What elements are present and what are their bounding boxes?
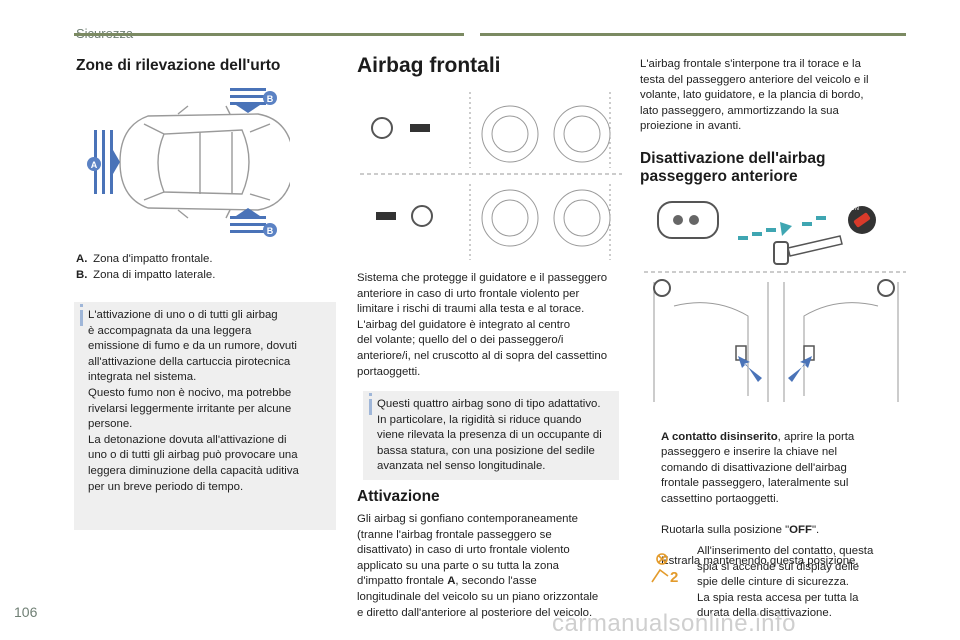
airbag-warning-lamp-icon: 2 (651, 553, 678, 586)
airbag-cushion-inner (491, 115, 529, 153)
airbag-cushion-inner (491, 199, 529, 237)
dashboard-outline (653, 282, 899, 402)
page-number: 106 (14, 604, 38, 620)
step-item: A contatto disinserito, aprire la porta … (661, 430, 855, 505)
airbag-cushion (553, 189, 611, 247)
legend-item-a: A. Zona d'impatto frontale. (76, 253, 213, 265)
info-box-smoke: L'attivazione di uno o di tutti gli airb… (74, 302, 336, 530)
zone-legend: A. Zona d'impatto frontale. B. Zona di i… (76, 252, 326, 283)
key-deactivation-illustration: ON (644, 201, 906, 402)
warning-description: All'inserimento del contatto, questa spi… (697, 545, 874, 620)
airbag-cushion (481, 189, 539, 247)
zone-badge-b-top: B (263, 91, 277, 105)
car-seat-lines (199, 132, 233, 194)
zone-badge-a: A (87, 157, 101, 171)
info-text: L'attivazione di uno o di tutti gli airb… (88, 309, 299, 493)
disattivazione-heading: Disattivazione dell'airbag passeggero an… (640, 150, 826, 185)
attivazione-heading: Attivazione (357, 488, 440, 505)
info-icon (369, 393, 372, 415)
frontal-airbags-illustration (360, 92, 622, 260)
insert-arrow (738, 216, 826, 240)
car-cabin-outline (157, 129, 250, 195)
car-pillar-lines (143, 123, 271, 201)
car-body-outline (119, 113, 290, 211)
step-item: Ruotarla sulla posizione "OFF". (661, 524, 820, 537)
legend-item-b: B. Zona di impatto laterale. (76, 268, 216, 281)
pointer-arrow (738, 356, 812, 382)
airbag-cushion (553, 105, 611, 163)
airbag-cushion-inner (563, 115, 601, 153)
header-rule (480, 33, 906, 36)
airbag-cushion-inner (563, 199, 601, 237)
svg-text:B: B (267, 226, 274, 236)
airbag-heading: Airbag frontali (357, 54, 501, 77)
zone-badge-b-bottom: B (263, 223, 277, 237)
info-icon (80, 304, 83, 326)
watermark: carmanualsonline.info (552, 610, 796, 637)
airbag-description: Sistema che protegge il guidatore e il p… (357, 272, 608, 378)
svg-text:ON: ON (850, 206, 859, 212)
svg-text:B: B (267, 94, 274, 104)
header-rule (74, 33, 464, 36)
steering-wheel-icon (653, 279, 895, 297)
svg-text:2: 2 (670, 569, 678, 586)
car-key-icon (657, 201, 719, 239)
key-blade-icon (773, 235, 843, 265)
deactivation-steps: A contatto disinserito, aprire la porta … (640, 414, 910, 570)
step-item: Estrarla mantenendo questa posizione. (661, 555, 859, 568)
side-impact-arrows-bottom (230, 208, 266, 233)
info-text: Questi quattro airbag sono di tipo adatt… (377, 398, 602, 473)
info-box-adaptive: Questi quattro airbag sono di tipo adatt… (363, 391, 619, 480)
airbag-switch-icon: ON (848, 206, 876, 234)
zone-heading: Zone di rilevazione dell'urto (76, 57, 281, 74)
attivazione-description: Gli airbag si gonfiano contemporaneament… (357, 513, 599, 619)
steering-wheel-icon (371, 117, 433, 227)
frontale-description: L'airbag frontale s'interpone tra il tor… (640, 58, 869, 133)
side-impact-arrows-top (230, 88, 266, 113)
svg-text:A: A (91, 160, 98, 170)
impact-zones-illustration: A B B (87, 88, 290, 237)
car-mirror-lines (177, 105, 231, 219)
airbag-cushion (481, 105, 539, 163)
